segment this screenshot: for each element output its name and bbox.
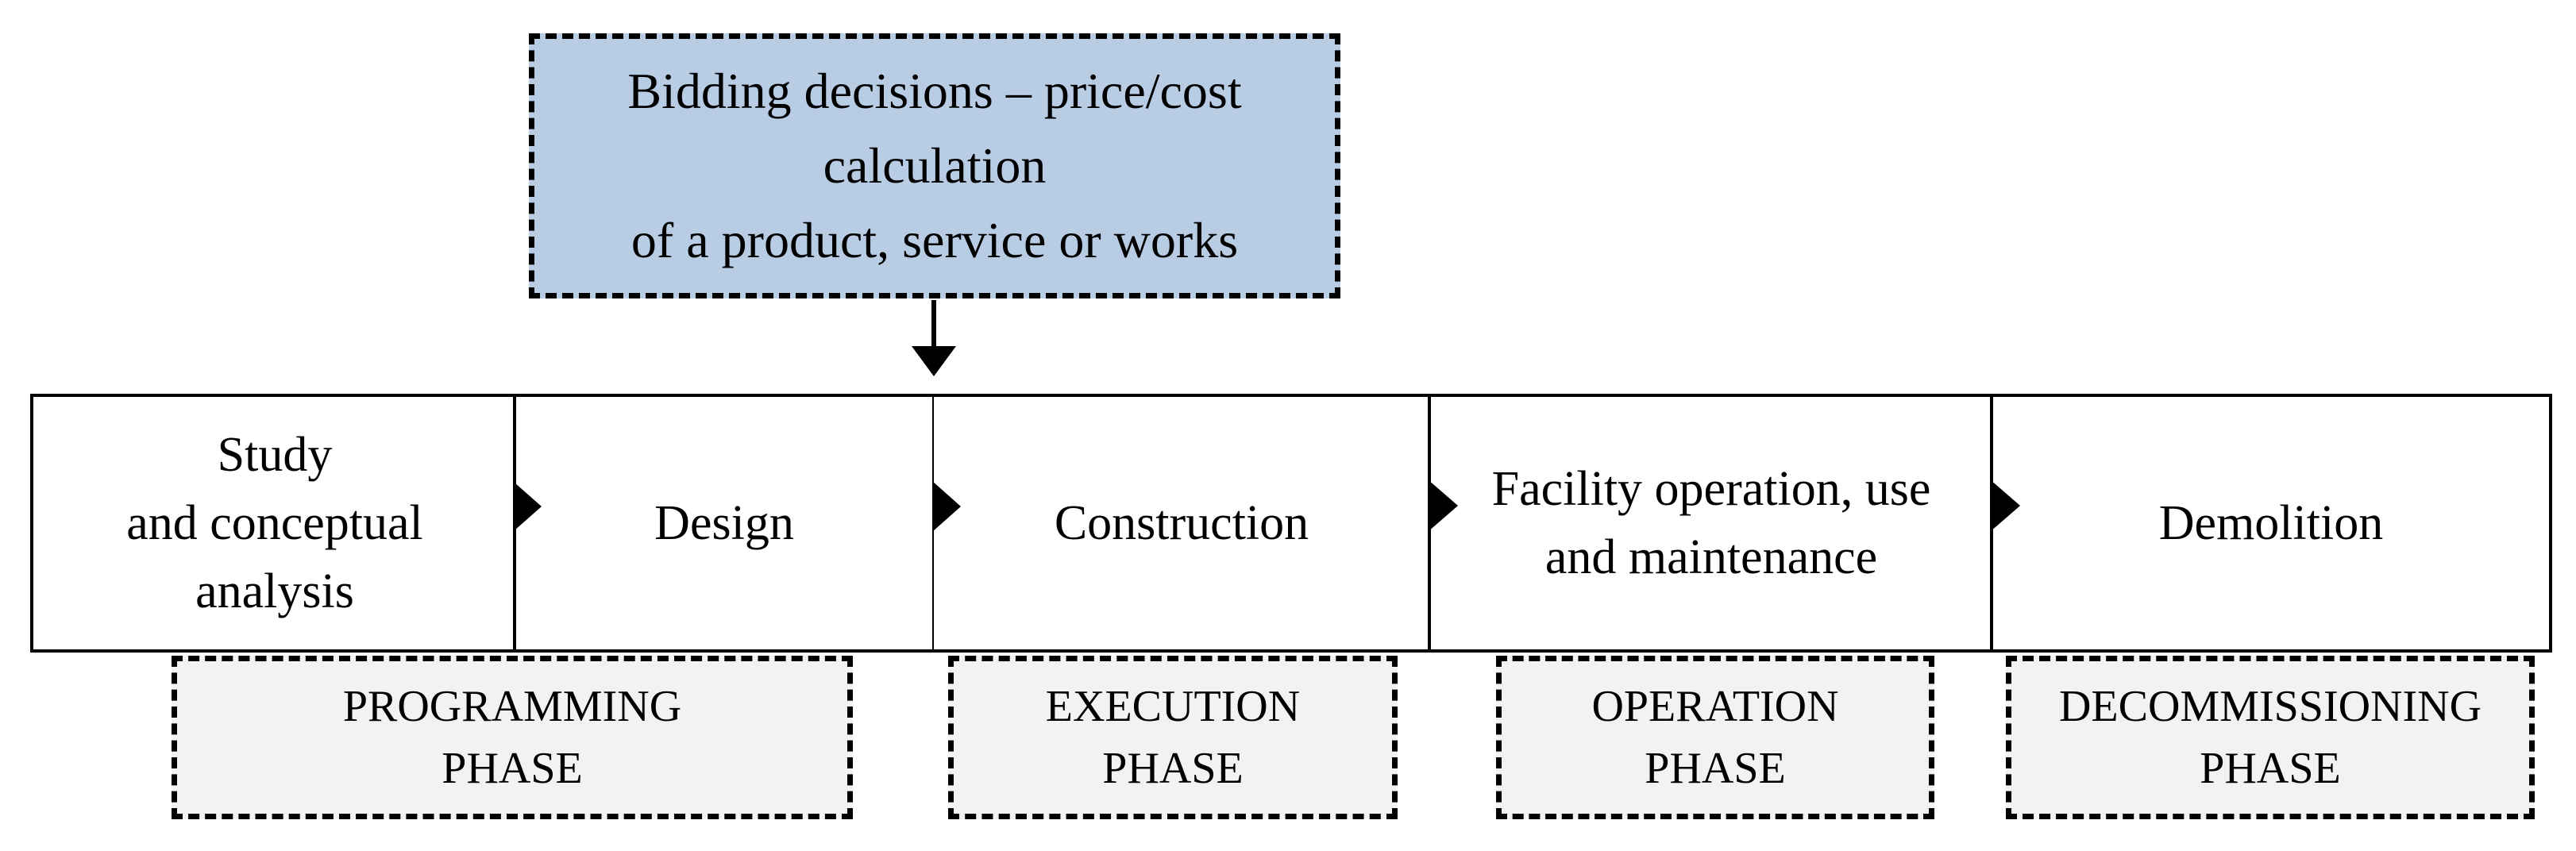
phase-label: EXECUTION PHASE <box>1045 682 1301 793</box>
stage-facility-operation: Facility operation, use and maintenance <box>1428 394 1992 653</box>
stage-label: Demolition <box>2158 496 2384 550</box>
phase-execution: EXECUTION PHASE <box>948 656 1398 819</box>
bidding-decisions-text: Bidding decisions – price/cost calculati… <box>627 63 1242 268</box>
phase-programming: PROGRAMMING PHASE <box>172 656 853 819</box>
stage-design: Design <box>513 394 932 653</box>
stage-label: Construction <box>1054 496 1309 550</box>
bidding-decisions-box: Bidding decisions – price/cost calculati… <box>529 33 1340 298</box>
stage-demolition: Demolition <box>1990 394 2552 653</box>
phase-operation: OPERATION PHASE <box>1496 656 1934 819</box>
stage-label: Study and conceptual analysis <box>126 428 423 618</box>
stage-construction: Construction <box>932 394 1429 653</box>
stage-label: Facility operation, use and maintenance <box>1491 462 1931 584</box>
phase-label: DECOMMISSIONING PHASE <box>2058 682 2482 793</box>
phase-decommissioning: DECOMMISSIONING PHASE <box>2006 656 2535 819</box>
phase-label: PROGRAMMING PHASE <box>342 682 682 793</box>
stage-label: Design <box>654 496 794 550</box>
stage-study-analysis: Study and conceptual analysis <box>30 394 516 653</box>
phase-label: OPERATION PHASE <box>1591 682 1839 793</box>
down-arrow <box>912 300 956 376</box>
